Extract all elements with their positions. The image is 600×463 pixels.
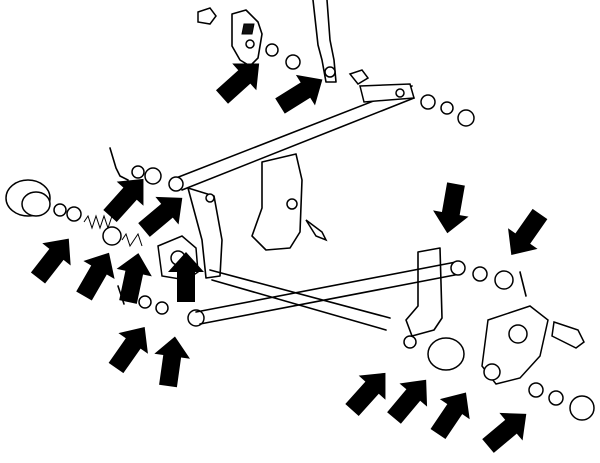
arrow-indicator-15 (430, 392, 470, 440)
arrow-indicator-10 (154, 336, 191, 388)
upper-small-fasteners (265, 43, 370, 85)
arrow-indicator-9 (108, 327, 148, 374)
arrow-indicator-6 (76, 252, 115, 301)
arrow-indicator-16 (482, 412, 527, 453)
arrow-indicator-14 (387, 379, 428, 424)
lower-left-fasteners (117, 285, 205, 327)
upper-rod-washers (420, 94, 475, 127)
pedal-lever (312, 0, 337, 83)
right-bushing (427, 337, 501, 381)
lower-connecting-rod (195, 260, 466, 325)
arrow-indicator-2 (275, 74, 323, 114)
arrow-indicator-8 (168, 252, 204, 302)
upper-push-rod (168, 83, 415, 192)
center-bracket (251, 153, 328, 251)
left-washers (131, 165, 162, 185)
arrow-indicator-1 (215, 63, 260, 104)
spring-assembly (83, 214, 143, 248)
right-washers (472, 266, 527, 297)
right-bolt (551, 321, 585, 349)
upper-mount-bracket (231, 9, 263, 67)
left-end-bushing (5, 179, 82, 222)
arrow-indicator-5 (30, 238, 71, 284)
arrow-indicator-7 (116, 253, 152, 304)
arrow-indicator-13 (345, 372, 386, 417)
right-end-washers (528, 382, 595, 421)
arrow-indicator-3 (103, 178, 144, 223)
bellcrank-arm (187, 187, 223, 279)
cotter-pin-left (109, 147, 129, 181)
arrow-indicator-4 (138, 196, 183, 237)
cross-shaft (209, 269, 391, 331)
arrow-indicator-11 (433, 182, 469, 234)
upper-bolt-head (197, 7, 217, 25)
arrow-indicator-12 (508, 208, 548, 255)
indicator-arrows (30, 63, 548, 453)
right-hanger-bracket (403, 247, 443, 349)
